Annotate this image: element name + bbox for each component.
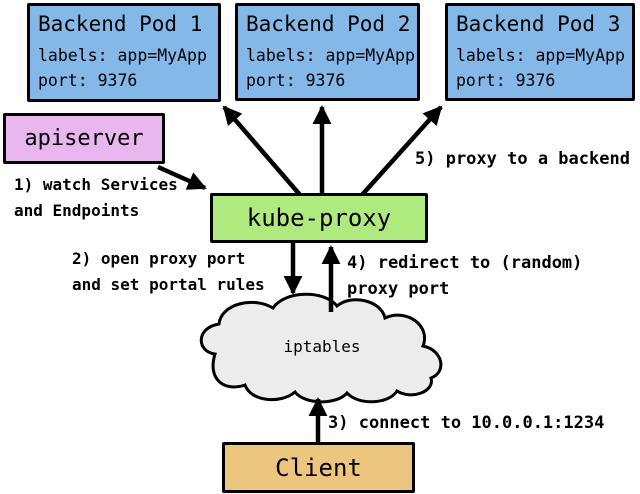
pod-title: Backend Pod 2: [246, 12, 411, 36]
node-apiserver: apiserver: [3, 113, 165, 164]
node-backend-pod-2: Backend Pod 2 labels: app=MyApp port: 93…: [235, 3, 420, 101]
node-kube-proxy: kube-proxy: [210, 193, 428, 243]
pod-port: port: 9376: [38, 71, 138, 90]
iptables-label: iptables: [283, 337, 361, 356]
arrow-kube-proxy-to-pod-1: [222, 105, 303, 198]
client-label: Client: [275, 453, 362, 482]
step-label-1: 1) watch Services and Endpoints: [14, 175, 178, 220]
node-backend-pod-1: Backend Pod 1 labels: app=MyApp port: 93…: [27, 3, 221, 102]
step-label-4: 4) redirect to (random) proxy port: [347, 253, 583, 299]
apiserver-label: apiserver: [24, 126, 144, 151]
step-label-3: 3) connect to 10.0.0.1:1234: [328, 413, 605, 433]
node-backend-pod-3: Backend Pod 3 labels: app=MyApp port: 93…: [445, 3, 635, 101]
pod-labels: labels: app=MyApp: [246, 46, 415, 65]
kube-proxy-label: kube-proxy: [246, 204, 392, 232]
pod-labels: labels: app=MyApp: [38, 46, 207, 65]
node-client: Client: [222, 442, 415, 493]
step-label-5: 5) proxy to a backend: [415, 149, 630, 169]
pod-port: port: 9376: [456, 71, 556, 90]
pod-title: Backend Pod 1: [38, 12, 203, 36]
pod-labels: labels: app=MyApp: [456, 46, 625, 65]
pod-port: port: 9376: [246, 71, 346, 90]
step-label-2: 2) open proxy port and set portal rules: [72, 249, 265, 294]
pod-title: Backend Pod 3: [456, 12, 621, 36]
